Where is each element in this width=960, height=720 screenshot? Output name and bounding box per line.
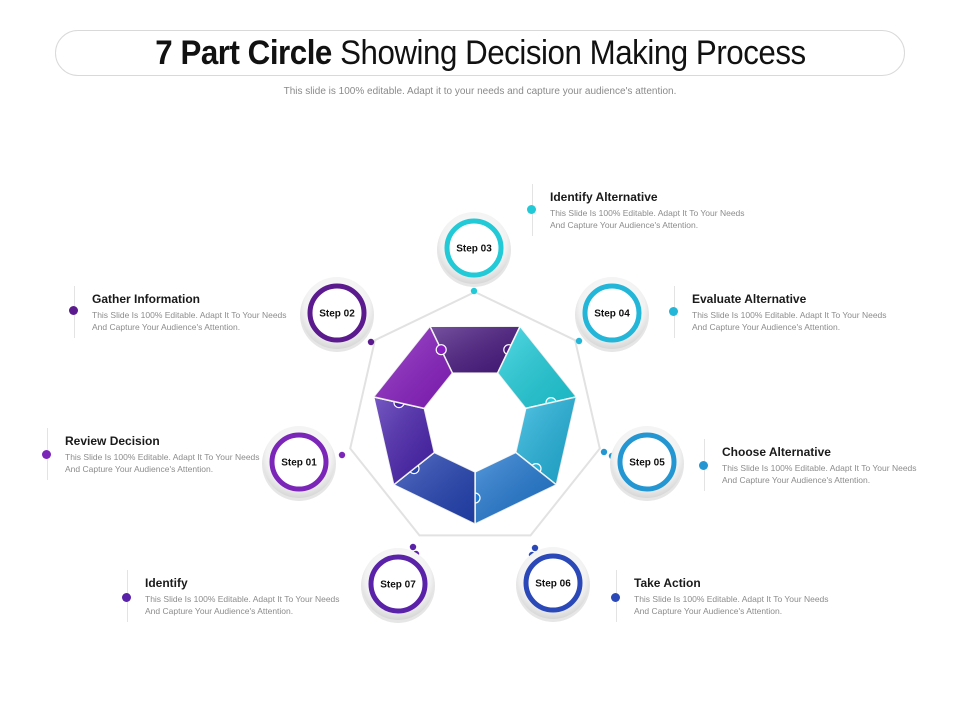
circle-color-ring [444,218,504,278]
step-01-description: Review Decision This Slide Is 100% Edita… [42,428,262,480]
step-05-text: This Slide Is 100% Editable. Adapt It To… [722,463,917,485]
step-07-circle: Step 07 [361,548,435,623]
step-05-circle: Step 05 [610,426,684,501]
step-07-heading: Identify [145,576,188,590]
step-03-text: This Slide Is 100% Editable. Adapt It To… [550,208,745,230]
step-07-description: Identify This Slide Is 100% Editable. Ad… [122,570,352,622]
step-01-heading: Review Decision [65,434,160,448]
step-02-heading: Gather Information [92,292,201,306]
step-01-marker-dot [42,450,51,459]
connector-dot [600,448,608,456]
connector-dot [470,287,478,295]
step-03-heading: Identify Alternative [550,190,658,204]
step-label: Step 01 [281,458,317,469]
step-04-marker-dot [669,307,678,316]
step-04-circle: Step 04 [575,277,649,352]
step-05-description: Choose Alternative This Slide Is 100% Ed… [699,439,919,491]
connector-dot [367,338,375,346]
connector-dot [531,544,539,552]
puzzle-knob [435,344,447,356]
step-02-circle: Step 02 [300,277,374,352]
step-circles: Step 01 Step 02 Step 03 Step 04 Step 05 Step … [262,212,684,623]
step-label: Step 04 [594,309,630,320]
step-01-circle: Step 01 [262,426,336,501]
segment-sheen [429,326,521,374]
step-02-text: This Slide Is 100% Editable. Adapt It To… [92,310,287,332]
heptagon-segments [372,324,578,526]
step-label: Step 05 [629,458,665,469]
step-06-circle: Step 06 [516,547,590,622]
step-01-text: This Slide Is 100% Editable. Adapt It To… [65,452,260,474]
step-label: Step 03 [456,244,492,255]
step-07-marker-dot [122,593,131,602]
step-06-heading: Take Action [634,576,701,590]
step-05-marker-dot [699,461,708,470]
step-04-text: This Slide Is 100% Editable. Adapt It To… [692,310,887,332]
connector-dot [409,543,417,551]
step-06-description: Take Action This Slide Is 100% Editable.… [611,570,831,622]
title-bold: 7 Part Circle [154,33,332,72]
page-subtitle: This slide is 100% editable. Adapt it to… [283,86,677,97]
title-banner: 7 Part Circle Showing Decision Making Pr… [55,30,905,76]
step-03-circle: Step 03 [437,212,511,287]
segment-sheen [497,326,577,409]
step-07-text: This Slide Is 100% Editable. Adapt It To… [145,594,340,616]
circle-color-ring [307,283,367,343]
circle-color-ring [523,553,583,613]
circle-color-ring [368,554,428,614]
step-05-heading: Choose Alternative [722,445,831,459]
circle-color-ring [582,283,642,343]
step-06-marker-dot [611,593,620,602]
step-03-marker-dot [527,205,536,214]
step-02-marker-dot [69,306,78,315]
title-rest: Showing Decision Making Process [339,33,806,72]
circle-color-ring [617,432,677,492]
segment-sheen [475,452,557,524]
step-04-description: Evaluate Alternative This Slide Is 100% … [669,286,889,338]
segment-sheen [515,396,577,485]
step-02-description: Gather Information This Slide Is 100% Ed… [69,286,289,338]
segment-sheen [373,326,453,409]
segment-sheen [373,396,435,485]
connector-dot [338,451,346,459]
step-04-heading: Evaluate Alternative [692,292,807,306]
step-label: Step 06 [535,579,571,590]
connector-dot [575,337,583,345]
page-title: 7 Part Circle Showing Decision Making Pr… [154,33,806,73]
step-label: Step 07 [380,580,416,591]
step-label: Step 02 [319,309,355,320]
step-06-text: This Slide Is 100% Editable. Adapt It To… [634,594,829,616]
circle-color-ring [269,432,329,492]
step-03-description: Identify Alternative This Slide Is 100% … [527,184,747,236]
